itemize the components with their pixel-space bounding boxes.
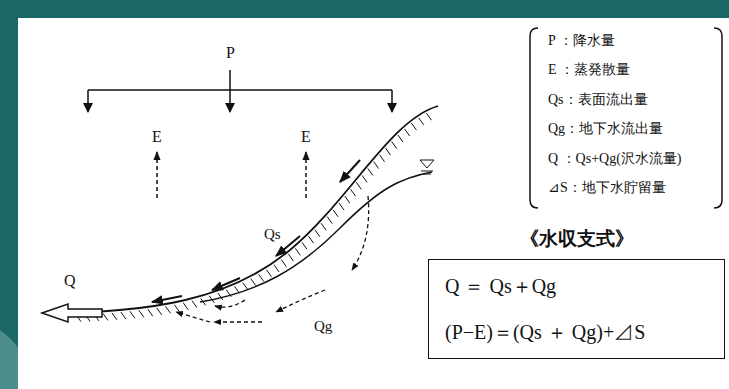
surface-runoff-arrows bbox=[152, 160, 360, 302]
equation-line: (P−E)＝(Qs ＋ Qg)+⊿S bbox=[445, 320, 708, 344]
symbol-label: Q bbox=[62, 272, 78, 290]
symbol-label: Qg bbox=[312, 318, 334, 335]
bracket bbox=[714, 28, 722, 208]
equation-frame: Q ＝ Qs＋Qg (P−E)＝(Qs ＋ Qg)+⊿S bbox=[428, 259, 725, 359]
legend-text: Q ：Qs+Qg(沢水流量) bbox=[546, 151, 684, 167]
hatch-line bbox=[235, 286, 240, 293]
hatch-line bbox=[426, 113, 431, 120]
legend-text: Qs：表面流出量 bbox=[546, 92, 650, 108]
hatch-line bbox=[103, 313, 108, 320]
hatch-line bbox=[411, 123, 416, 130]
hatch-line bbox=[148, 309, 153, 316]
water-level-symbol bbox=[421, 171, 433, 172]
hatch-line bbox=[356, 182, 361, 189]
hatch-line bbox=[339, 203, 344, 210]
hatch-line bbox=[157, 308, 162, 315]
bracket bbox=[530, 28, 538, 208]
hatch-line bbox=[309, 236, 314, 243]
hatch-line bbox=[321, 223, 326, 230]
hatch-line bbox=[226, 290, 231, 297]
hatch-line bbox=[274, 265, 279, 272]
symbol-label: P bbox=[224, 44, 237, 62]
hatch-line bbox=[218, 293, 223, 300]
hatch-line bbox=[405, 129, 410, 136]
hatch-line bbox=[380, 155, 385, 162]
hatch-line bbox=[368, 168, 373, 175]
hatch-line bbox=[251, 279, 256, 286]
legend-text: Qg：地下水流出量 bbox=[546, 121, 665, 137]
hatch-line bbox=[281, 260, 286, 267]
hatch-line bbox=[288, 254, 293, 261]
hatch-line bbox=[398, 135, 403, 142]
hatch-line bbox=[243, 283, 248, 290]
hatch-line bbox=[386, 148, 391, 155]
hatch-line bbox=[130, 311, 135, 318]
water-level-symbol bbox=[420, 160, 434, 168]
hatch-line bbox=[327, 217, 332, 224]
equation-heading: 《水収支式》 bbox=[428, 228, 725, 251]
hatch-line bbox=[374, 162, 379, 169]
hatch-line bbox=[201, 298, 206, 305]
hatch-line bbox=[266, 270, 271, 277]
hatch-line bbox=[392, 141, 397, 148]
equation-line: Q ＝ Qs＋Qg bbox=[445, 274, 708, 298]
hatch-line bbox=[295, 248, 300, 255]
hatch-line bbox=[419, 118, 424, 125]
precipitation-arrows bbox=[88, 70, 392, 112]
panel bbox=[18, 18, 729, 389]
hatch-line bbox=[139, 310, 144, 317]
hatch-line bbox=[315, 230, 320, 237]
symbol-label: E bbox=[150, 128, 164, 146]
symbol-label: E bbox=[299, 128, 313, 146]
hatch-line bbox=[259, 274, 264, 281]
groundwater-arrows bbox=[176, 196, 369, 322]
hatch-line bbox=[112, 313, 117, 320]
outflow-arrow bbox=[42, 304, 102, 322]
hatch-line bbox=[183, 303, 188, 310]
hatch-line bbox=[209, 296, 214, 303]
hatch-line bbox=[166, 306, 171, 313]
hatch-line bbox=[351, 189, 356, 196]
legend-text: E ：蒸発散量 bbox=[546, 62, 632, 78]
ground-surface bbox=[45, 106, 438, 313]
symbol-label: Qs bbox=[262, 226, 283, 243]
water-table bbox=[200, 172, 432, 302]
hatch-line bbox=[192, 301, 197, 308]
hatch-line bbox=[362, 175, 367, 182]
hatch-line bbox=[174, 305, 179, 312]
legend-text: P ：降水量 bbox=[546, 33, 617, 49]
hatch-line bbox=[302, 242, 307, 249]
hatch-line bbox=[333, 210, 338, 217]
hatch-line bbox=[345, 196, 350, 203]
legend-text: ⊿S：地下水貯留量 bbox=[546, 180, 668, 196]
evaporation-arrows bbox=[157, 152, 306, 198]
water-level-symbol bbox=[423, 174, 431, 175]
hatching bbox=[76, 113, 431, 321]
equation-box: 《水収支式》 Q ＝ Qs＋Qg (P−E)＝(Qs ＋ Qg)+⊿S bbox=[428, 228, 725, 359]
hatch-line bbox=[121, 312, 126, 319]
